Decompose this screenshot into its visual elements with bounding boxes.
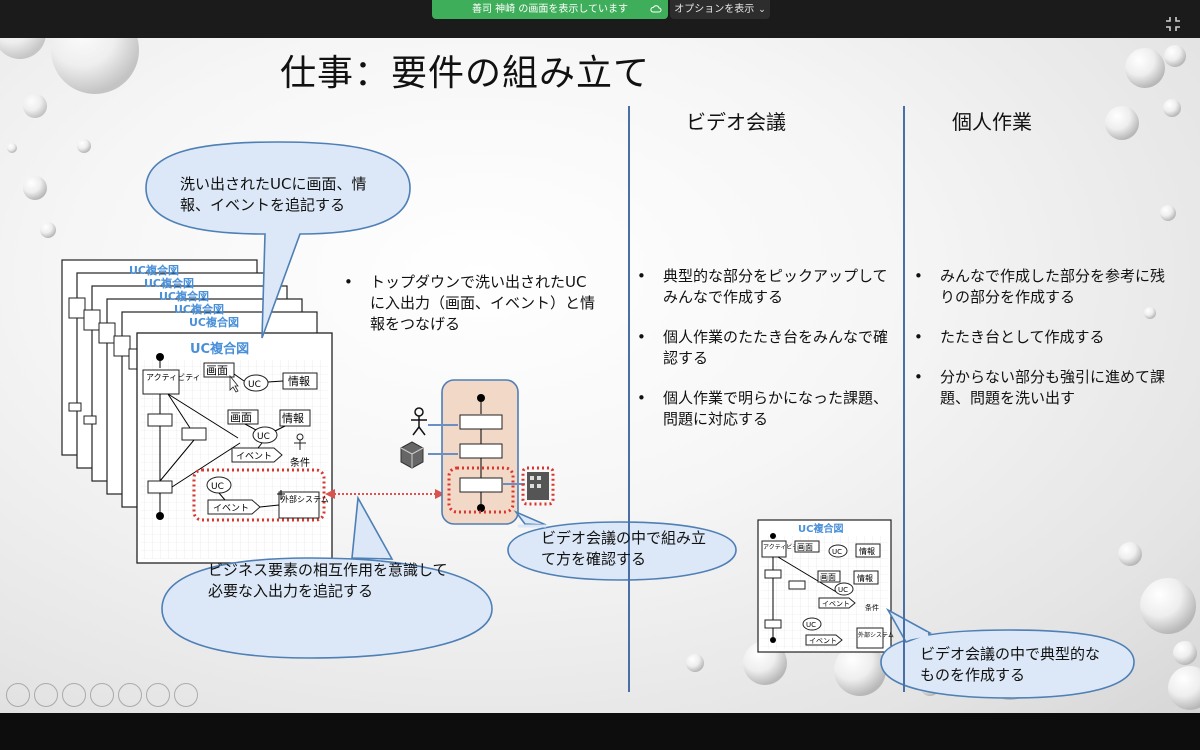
- card-stack-title-2: UC複合図: [144, 276, 194, 290]
- top-bubble-text: 洗い出されたUCに画面、情報、イベントを追記する: [180, 175, 367, 214]
- video-meeting-bullet-2: 個人作業のたたき台をみんなで確認する: [633, 327, 888, 369]
- zoom-icon[interactable]: [118, 683, 142, 707]
- card-stack-title-5: UC複合図: [189, 315, 239, 329]
- uc-composite-card-small: UC複合図 アクティビティ 画面 UC 情報 画面 情報 UC イベント 条件: [757, 519, 894, 653]
- bottom-left-bubble-text: ビジネス要素の相互作用を意識して必要な入出力を追記する: [208, 561, 448, 600]
- mouse-cursor-icon: [229, 374, 239, 393]
- zoom-top-bar: 善司 神崎 の画面を表示しています オプションを表示⌄: [0, 0, 1200, 38]
- slide-graphics: UC複合図 UC複合図 UC複合図 UC複合図 UC複合図 UC複合図 アクティ…: [0, 38, 1200, 710]
- cloud-icon: [650, 5, 662, 13]
- screen-label-2: 画面: [230, 411, 252, 424]
- external-system-label: 外部システム: [281, 494, 329, 504]
- screen-label-1: 画面: [206, 364, 228, 377]
- subtitle-icon[interactable]: [146, 683, 170, 707]
- grid-icon[interactable]: [90, 683, 114, 707]
- more-icon[interactable]: [174, 683, 198, 707]
- event-label-1: イベント: [236, 452, 272, 462]
- small-info-label-1: 情報: [859, 546, 875, 556]
- video-meeting-heading: ビデオ会議: [686, 110, 786, 134]
- slideshow-control-bar: [0, 683, 1200, 750]
- video-meeting-bullets: 典型的な部分をピックアップしてみんなで作成する 個人作業のたたき台をみんなで確認…: [633, 266, 888, 449]
- column-divider-2: [903, 106, 905, 692]
- previous-icon[interactable]: [6, 683, 30, 707]
- activity-flow-diagram: [400, 379, 555, 525]
- view-options-label: オプションを表示: [674, 4, 755, 15]
- person-icon: [411, 407, 427, 436]
- individual-work-bullets: みんなで作成した部分を参考に残りの部分を作成する たたき台として作成する 分から…: [910, 266, 1165, 428]
- center-bubble-text: ビデオ会議の中で組み立て方を確認する: [541, 529, 707, 568]
- screen-share-banner: 善司 神崎 の画面を表示しています: [432, 0, 668, 19]
- card-title: UC複合図: [190, 341, 249, 357]
- card-stack-title-3: UC複合図: [159, 289, 209, 303]
- small-card-title: UC複合図: [798, 522, 843, 535]
- small-uc-label-2: UC: [838, 586, 848, 594]
- small-external-system-label: 外部システム: [858, 631, 894, 639]
- center-bullets: トップダウンで洗い出されたUCに入出力（画面、イベント）と情報をつなげる: [340, 272, 600, 354]
- small-condition-label: 条件: [865, 603, 879, 612]
- speech-bubbles: [145, 141, 1135, 699]
- pen-icon[interactable]: [62, 683, 86, 707]
- uc-label-3: UC: [211, 482, 224, 492]
- individual-work-bullet-2: たたき台として作成する: [910, 327, 1165, 348]
- small-event-label-2: イベント: [809, 637, 837, 645]
- exit-fullscreen-icon[interactable]: [1162, 13, 1184, 35]
- event-label-2: イベント: [213, 504, 249, 514]
- building-icon: [521, 466, 555, 506]
- info-label-1: 情報: [288, 375, 310, 388]
- bottom-right-bubble-text: ビデオ会議の中で典型的なものを作成する: [920, 645, 1101, 684]
- next-icon[interactable]: [34, 683, 58, 707]
- bottom-left-speech-bubble: [161, 495, 493, 659]
- small-activity-label: アクティビティ: [763, 543, 804, 551]
- presentation-slide: UC複合図 UC複合図 UC複合図 UC複合図 UC複合図 UC複合図 アクティ…: [0, 38, 1200, 713]
- small-uc-label-3: UC: [806, 621, 816, 629]
- uc-composite-card: UC複合図 アクティビティ 画面 UC 情報: [136, 332, 333, 564]
- individual-work-bullet-1: みんなで作成した部分を参考に残りの部分を作成する: [910, 266, 1165, 308]
- center-speech-bubble: [507, 521, 737, 581]
- uc-label-2: UC: [257, 432, 270, 442]
- small-uc-label-1: UC: [832, 548, 842, 556]
- small-event-label-1: イベント: [822, 600, 850, 608]
- individual-work-bullet-3: 分からない部分も強引に進めて課題、問題を洗い出す: [910, 367, 1165, 409]
- video-meeting-bullet-1: 典型的な部分をピックアップしてみんなで作成する: [633, 266, 888, 308]
- center-bullet: トップダウンで洗い出されたUCに入出力（画面、イベント）と情報をつなげる: [340, 272, 600, 335]
- column-divider-1: [628, 106, 630, 692]
- uc-label-1: UC: [248, 380, 261, 390]
- slide-title: 仕事：要件の組み立て: [280, 53, 651, 94]
- activity-label: アクティビティ: [146, 373, 201, 382]
- package-icon: [400, 441, 424, 469]
- top-speech-bubble: [145, 141, 411, 339]
- video-meeting-bullet-3: 個人作業で明らかになった課題、問題に対応する: [633, 388, 888, 430]
- card-stack-title-4: UC複合図: [174, 302, 224, 316]
- condition-label: 条件: [290, 456, 310, 469]
- small-info-label-2: 情報: [857, 573, 873, 583]
- bottom-right-speech-bubble: [880, 629, 1135, 699]
- chevron-down-icon: ⌄: [758, 5, 766, 15]
- card-stack-title-1: UC複合図: [129, 263, 179, 277]
- share-banner-text: 善司 神崎 の画面を表示しています: [471, 4, 629, 15]
- small-screen-label-2: 画面: [820, 573, 836, 582]
- view-options-button[interactable]: オプションを表示⌄: [670, 0, 770, 19]
- small-screen-label-1: 画面: [797, 543, 813, 552]
- individual-work-heading: 個人作業: [952, 110, 1032, 134]
- info-label-2: 情報: [282, 412, 304, 425]
